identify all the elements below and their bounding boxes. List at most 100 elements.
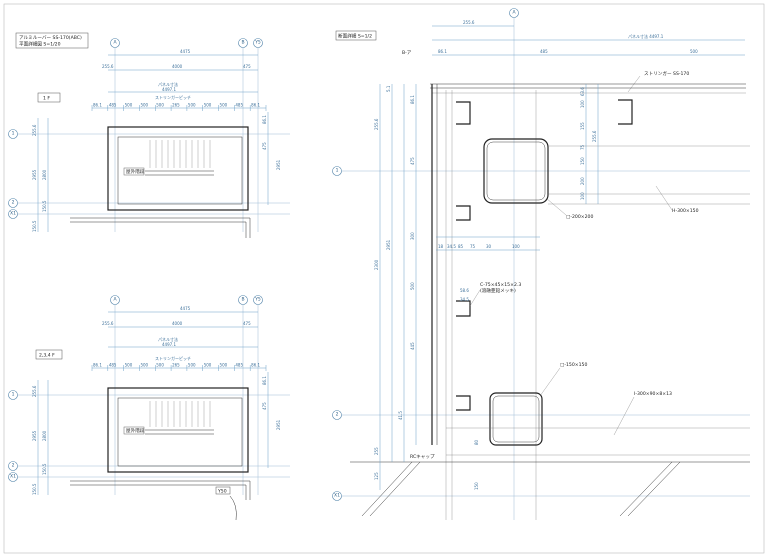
dim-side-b-2: 475 (243, 321, 251, 326)
grid-bubble-2-2 (8, 461, 18, 471)
stair-label: 屋外階段 (126, 168, 145, 175)
grid-label-x1: X1 (10, 211, 16, 217)
pitch-dim: 500 (156, 103, 164, 108)
pitch-dim: 500 (125, 363, 133, 368)
detail-right-dim: 200 (580, 177, 585, 185)
detail-top-dim-1: 255.6 (463, 20, 475, 25)
dim-inner: 4000 (172, 64, 183, 69)
title-block: アルミルーバー SS-170(ABC) 平面詳細図 S=1/20 (15, 32, 89, 49)
callout-beam2: I-300×90×8×13 (634, 391, 672, 397)
pitch-dim: 500 (220, 103, 228, 108)
floor-label: RCキャップ (410, 454, 435, 460)
grid-bubble-1 (8, 129, 18, 139)
detail-left-dim: 255 (374, 447, 379, 455)
left-dim-3: 2800 (42, 169, 47, 180)
detail-mid-dim-2: 34.5 (460, 297, 469, 302)
right2-dim-3: 2951 (276, 419, 281, 430)
pitch-dims-row: 86.1 485 500 500 500 265 500 500 500 485 86.1 (91, 103, 267, 111)
left-dim-4: 150.5 (42, 200, 47, 212)
detail-bottom-dim: 41.5 (398, 411, 403, 420)
small-label: B-ア (402, 50, 412, 56)
grid-label-y5: Y5 (254, 40, 261, 46)
detail-grid-bubble-a (509, 8, 519, 18)
left-dim-2: 2955 (32, 169, 37, 180)
grid-bubble-b-2 (238, 295, 248, 305)
detail-bottom-dim: 80 (474, 439, 479, 445)
detail-left-dim: 300 (410, 232, 415, 240)
pitch-dim: 86.1 (251, 103, 260, 108)
detail-left-dim: 5.1 (386, 85, 391, 92)
detail-grid-label-2: 2 (336, 412, 339, 418)
stair-treads-2 (149, 401, 211, 427)
panel-label: パネル寸法 (158, 81, 178, 87)
detail-mid-dim-2: 58.6 (460, 288, 469, 293)
detail-panel-callout: パネル寸法 4497.1 (628, 33, 664, 39)
pitch-dim: 500 (140, 103, 148, 108)
pitch-dim: 500 (220, 363, 228, 368)
dim-overall: 4475 (180, 49, 191, 54)
dim-side-a-2: 255.6 (102, 321, 114, 326)
right-dim-1: 86.1 (262, 115, 267, 124)
right2-dim-2: 475 (262, 402, 267, 410)
pitch-dim: 265 (172, 103, 180, 108)
pitch-dim: 485 (235, 103, 243, 108)
grid-label-b-2: B (241, 297, 244, 303)
grid-label-a: A (113, 40, 117, 46)
pitch-dim: 485 (109, 363, 117, 368)
detail-mid-dim: 75 (470, 244, 476, 249)
detail-bottom-dim: 150 (474, 482, 479, 490)
detail-mid-dim: 100 (512, 244, 520, 249)
detail-left-dim: 255.6 (374, 118, 379, 130)
stair-label-2: 屋外階段 (126, 427, 145, 434)
detail-mid-dims-2: 58.6 34.5 (460, 288, 469, 302)
left-dim-5: 150.5 (32, 220, 37, 232)
detail-mid-dim: 34.5 (447, 244, 456, 249)
dim-side-b: 475 (243, 64, 251, 69)
pitch-dim: 485 (109, 103, 117, 108)
detail-left-dim: 2951 (386, 239, 391, 250)
detail-left-dim: 445 (410, 342, 415, 350)
grid-label-2: 2 (12, 200, 15, 206)
grid-bubble-b (238, 38, 248, 48)
pitch-dim: 500 (188, 363, 196, 368)
detail-left-dim: 125 (374, 472, 379, 480)
right-dim-2: 475 (262, 142, 267, 150)
grid-label-b: B (241, 40, 244, 46)
pitch-dim: 500 (204, 103, 212, 108)
grid-label-x1-2: X1 (10, 474, 16, 480)
grid-bubble-1-2 (8, 390, 18, 400)
pitch-dim: 500 (125, 103, 133, 108)
grid-bubble-2 (8, 198, 18, 208)
callout-channel: C-75×45×15×2.3 (480, 282, 521, 288)
grid-label-1: 1 (12, 131, 15, 137)
callout-channel-sub: (溶融亜鉛メッキ) (480, 287, 516, 294)
grid-label-a-2: A (113, 297, 117, 303)
plan1-label: 1 F (43, 96, 50, 102)
title-line-2: 平面詳細図 S=1/20 (19, 41, 61, 48)
detail-left-dim: 475 (410, 157, 415, 165)
grid-bubble-a (110, 38, 120, 48)
left2-dim-1: 255.6 (32, 385, 37, 397)
pitch-dim: 86.1 (93, 103, 102, 108)
detail-right-dim: 63.6 (580, 87, 585, 96)
pitch-dim: 86.1 (251, 363, 260, 368)
pitch-dim: 500 (140, 363, 148, 368)
panel-label-2: パネル寸法 (158, 336, 178, 342)
section-detail: 断面詳細 S=1/2 A 1 2 X1 255.6 パネル寸法 4497.1 8… (332, 8, 750, 520)
left2-dim-4: 150.5 (42, 463, 47, 475)
grid-label-y5-2: Y5 (254, 297, 261, 303)
louver-label: ストリンガー SS-170 (644, 70, 689, 77)
grid-bubble-y5-2 (253, 295, 263, 305)
detail-left-dim: 500 (410, 282, 415, 290)
detail-bottom-dims: 41.5 80 150 (398, 411, 479, 490)
right-dim-3: 2951 (276, 159, 281, 170)
detail-title: 断面詳細 S=1/2 (338, 33, 372, 40)
pitch-dim: 500 (156, 363, 164, 368)
pitch-label: ストリンガーピッチ (155, 94, 191, 100)
pitch-dim: 86.1 (93, 363, 102, 368)
detail-top-dim-3: 500 (690, 49, 698, 54)
pitch-dim: 500 (188, 103, 196, 108)
